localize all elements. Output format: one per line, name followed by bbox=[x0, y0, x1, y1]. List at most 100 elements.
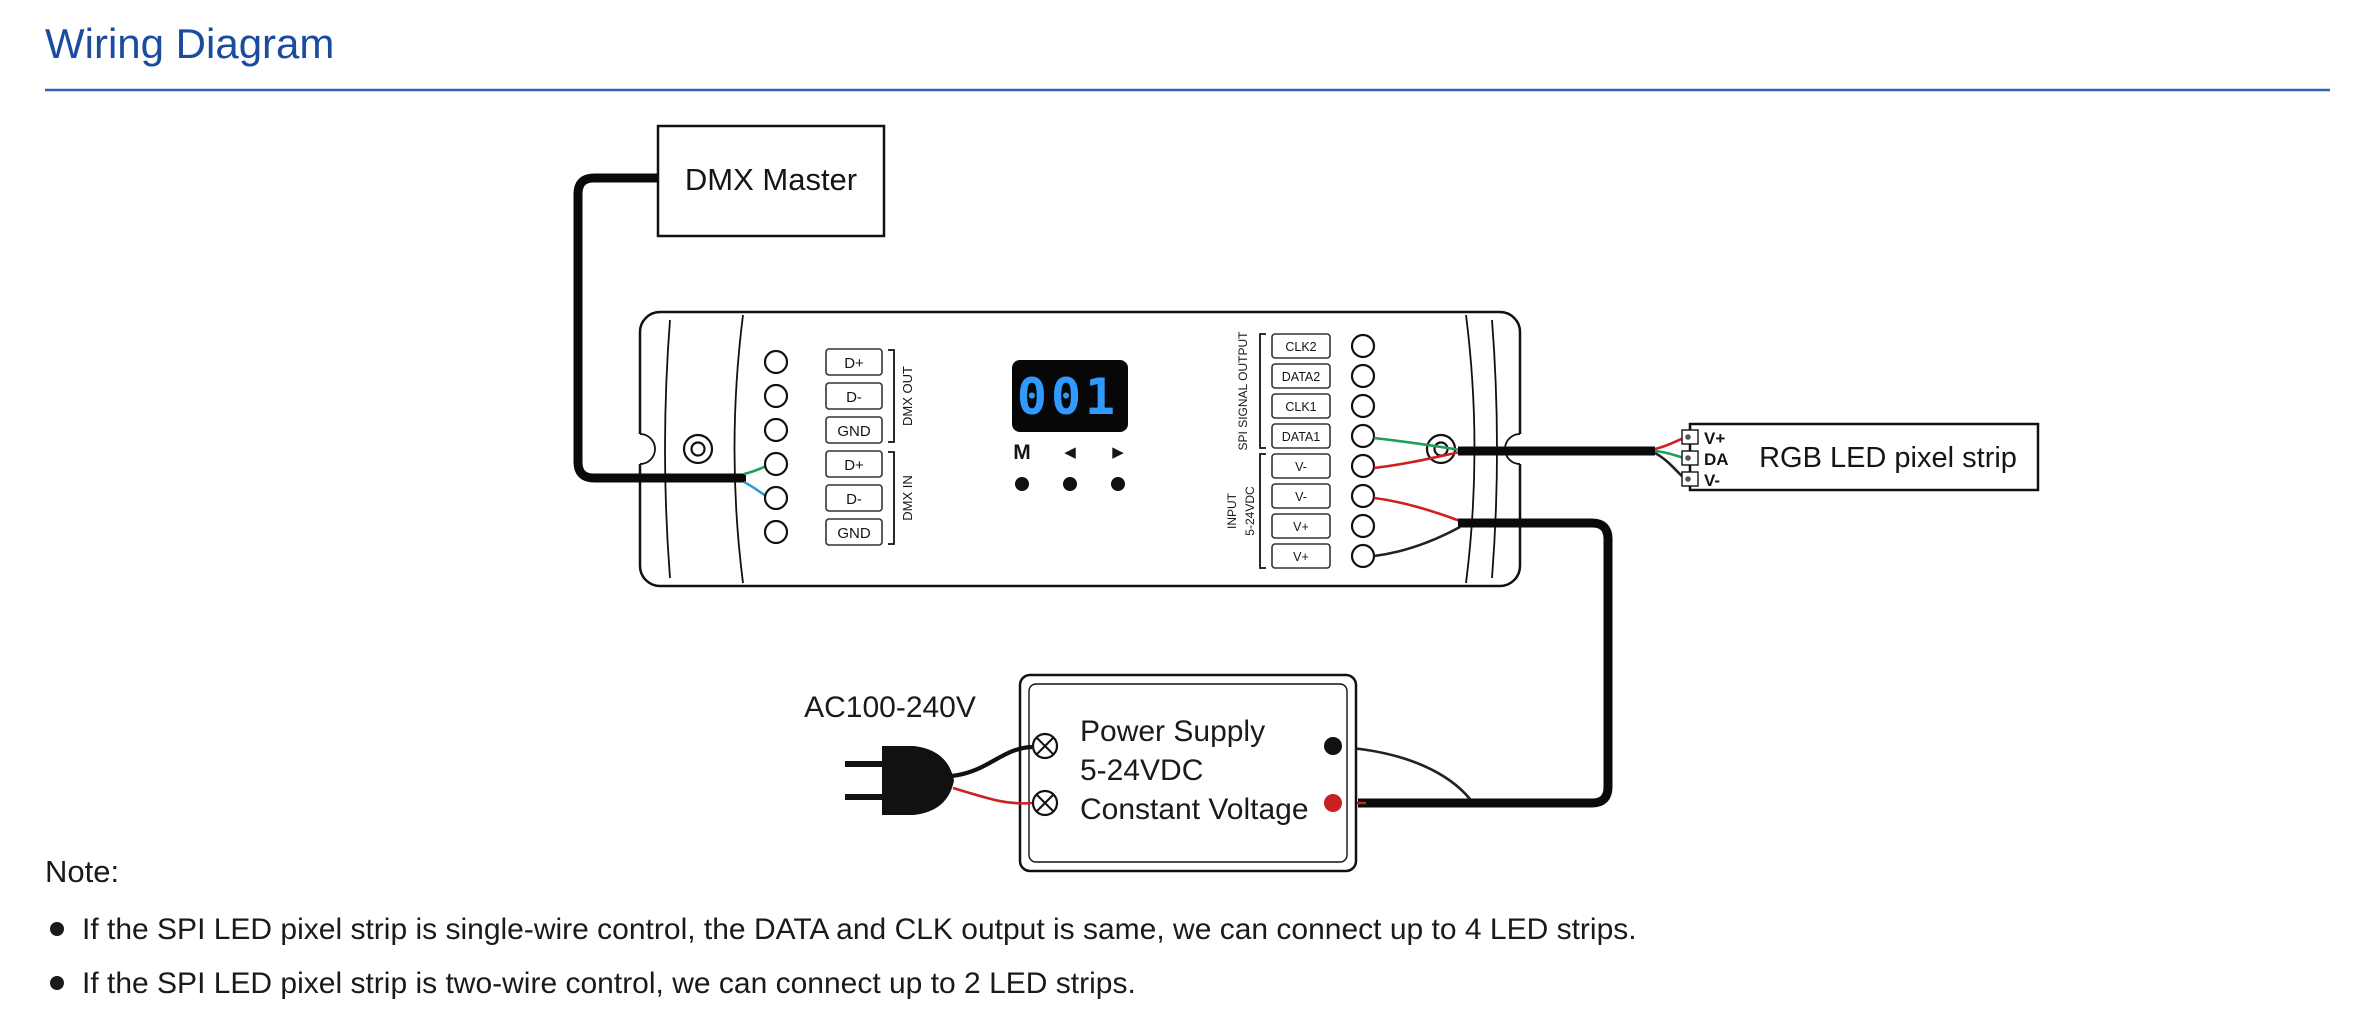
output-terminal-circle bbox=[1350, 543, 1376, 569]
ac-plug-icon bbox=[845, 746, 954, 815]
dmx-out-gnd-box bbox=[825, 416, 883, 444]
dmx-in-dminus-box bbox=[825, 484, 883, 512]
ac-input-label: AC100-240V bbox=[804, 691, 976, 724]
power-supply-inner-border bbox=[1028, 683, 1348, 863]
dmx-out-dplus-box bbox=[825, 348, 883, 376]
power-supply-label-line3: Constant Voltage bbox=[1080, 793, 1309, 826]
spi-data1-box bbox=[1271, 423, 1331, 449]
screw-hole-left-inner-icon bbox=[690, 441, 706, 457]
mounting-notch-left bbox=[639, 433, 656, 465]
dmx-terminal-circle bbox=[763, 485, 789, 511]
input-vplus1-box bbox=[1271, 513, 1331, 539]
dmx-in-dplus-box bbox=[825, 450, 883, 478]
spi-data1-label: DATA1 bbox=[1282, 430, 1320, 444]
power-supply-label-line2: 5-24VDC bbox=[1080, 754, 1203, 787]
spi-clk1-box bbox=[1271, 393, 1331, 419]
input-vplus1-label: V+ bbox=[1293, 520, 1309, 534]
strip-vplus-label: V+ bbox=[1704, 429, 1725, 448]
psu-dc-negative-dot bbox=[1324, 737, 1342, 755]
strip-vplus-wire bbox=[1373, 450, 1461, 470]
menu-button-label: M bbox=[1013, 441, 1031, 464]
dmx-out-group-label: DMX OUT bbox=[900, 366, 915, 426]
dmx-master-label: DMX Master bbox=[685, 162, 857, 197]
controller-endcap-left bbox=[664, 319, 671, 579]
spi-output-group-label: SPI SIGNAL OUTPUT bbox=[1236, 331, 1250, 451]
dmx-master-cable bbox=[573, 173, 746, 483]
led-display-value: 001 bbox=[1017, 368, 1119, 426]
strip-da-label: DA bbox=[1704, 450, 1729, 469]
dmx-in-bracket bbox=[888, 451, 895, 545]
dmx-out-dplus-label: D+ bbox=[844, 355, 864, 372]
dmx-out-bracket bbox=[888, 349, 895, 443]
spi-clk1-label: CLK1 bbox=[1285, 400, 1316, 414]
output-terminal-circle bbox=[1350, 453, 1376, 479]
next-button bbox=[1111, 477, 1125, 491]
output-terminal-circle bbox=[1350, 423, 1376, 449]
input-vminus1-box bbox=[1271, 453, 1331, 479]
output-terminal-circle bbox=[1350, 483, 1376, 509]
menu-button bbox=[1015, 477, 1029, 491]
bullet-icon bbox=[50, 922, 64, 936]
strip-vminus-label: V- bbox=[1704, 471, 1720, 490]
dmx-terminal-circle bbox=[763, 417, 789, 443]
strip-pad-vminus-dot-icon bbox=[1685, 476, 1691, 482]
dmx-out-dminus-label: D- bbox=[846, 389, 862, 406]
note-item-1: If the SPI LED pixel strip is single-wir… bbox=[82, 913, 1637, 946]
dmx-out-gnd-label: GND bbox=[837, 423, 871, 440]
power-supply-label-line1: Power Supply bbox=[1080, 715, 1265, 748]
strip-vplus-tail-wire bbox=[1654, 436, 1685, 451]
dmx-in-gnd-label: GND bbox=[837, 525, 871, 542]
output-terminal-circle bbox=[1350, 363, 1376, 389]
note-item-2: If the SPI LED pixel strip is two-wire c… bbox=[82, 967, 1136, 1000]
input-vminus1-label: V- bbox=[1295, 460, 1307, 474]
bullet-icon bbox=[50, 976, 64, 990]
notes-heading: Note: bbox=[45, 854, 119, 889]
psu-dc-positive-dot bbox=[1324, 794, 1342, 812]
dmx-in-dminus-label: D- bbox=[846, 491, 862, 508]
spi-clk2-box bbox=[1271, 333, 1331, 359]
power-cable bbox=[1358, 518, 1613, 808]
rgb-strip-label: RGB LED pixel strip bbox=[1759, 442, 2017, 474]
psu-screw-terminal-bottom-icon bbox=[1031, 789, 1059, 817]
prev-button bbox=[1063, 477, 1077, 491]
power-vplus-wire bbox=[1373, 496, 1461, 523]
output-terminal-circle bbox=[1350, 333, 1376, 359]
controller-seam-left bbox=[733, 314, 744, 584]
rgb-strip-box bbox=[1688, 422, 2040, 492]
power-input-group-label-line1: INPUT bbox=[1225, 492, 1239, 529]
spi-clk2-label: CLK2 bbox=[1285, 340, 1316, 354]
output-terminal-circle bbox=[1350, 513, 1376, 539]
screw-hole-right-inner-icon bbox=[1433, 441, 1449, 457]
power-vminus-wire bbox=[1373, 525, 1461, 558]
plug-live-wire bbox=[951, 744, 1033, 779]
dmx-master-box bbox=[656, 124, 886, 238]
plug-neutral-wire bbox=[952, 786, 1033, 805]
input-vplus2-box bbox=[1271, 543, 1331, 569]
psu-screw-terminal-top-icon bbox=[1031, 732, 1059, 760]
dmx-terminal-circle bbox=[763, 519, 789, 545]
notch-erase-left bbox=[636, 434, 643, 464]
strip-pad-vplus-dot-icon bbox=[1685, 434, 1691, 440]
dmx-in-dplus-label: D+ bbox=[844, 457, 864, 474]
power-input-group-label-line2: 5-24VDC bbox=[1243, 486, 1257, 536]
dmx-in-gnd-box bbox=[825, 518, 883, 546]
next-arrow-icon: ▶ bbox=[1112, 444, 1124, 461]
dmx-terminal-circle bbox=[763, 349, 789, 375]
output-terminal-circle bbox=[1350, 393, 1376, 419]
strip-data-wire bbox=[1373, 436, 1461, 452]
dmx-in-group-label: DMX IN bbox=[900, 475, 915, 521]
input-vminus2-box bbox=[1271, 483, 1331, 509]
spi-data2-label: DATA2 bbox=[1282, 370, 1320, 384]
spi-output-bracket bbox=[1259, 333, 1266, 449]
dmx-out-dminus-box bbox=[825, 382, 883, 410]
dmx-terminal-circle bbox=[763, 383, 789, 409]
strip-pad-da-dot-icon bbox=[1685, 455, 1691, 461]
input-vminus2-label: V- bbox=[1295, 490, 1307, 504]
led-display bbox=[1012, 360, 1128, 432]
power-input-bracket bbox=[1259, 453, 1266, 569]
page-title: Wiring Diagram bbox=[45, 20, 334, 67]
prev-arrow-icon: ◀ bbox=[1064, 444, 1076, 461]
spi-data2-box bbox=[1271, 363, 1331, 389]
psu-negative-tail-wire bbox=[1339, 745, 1471, 800]
